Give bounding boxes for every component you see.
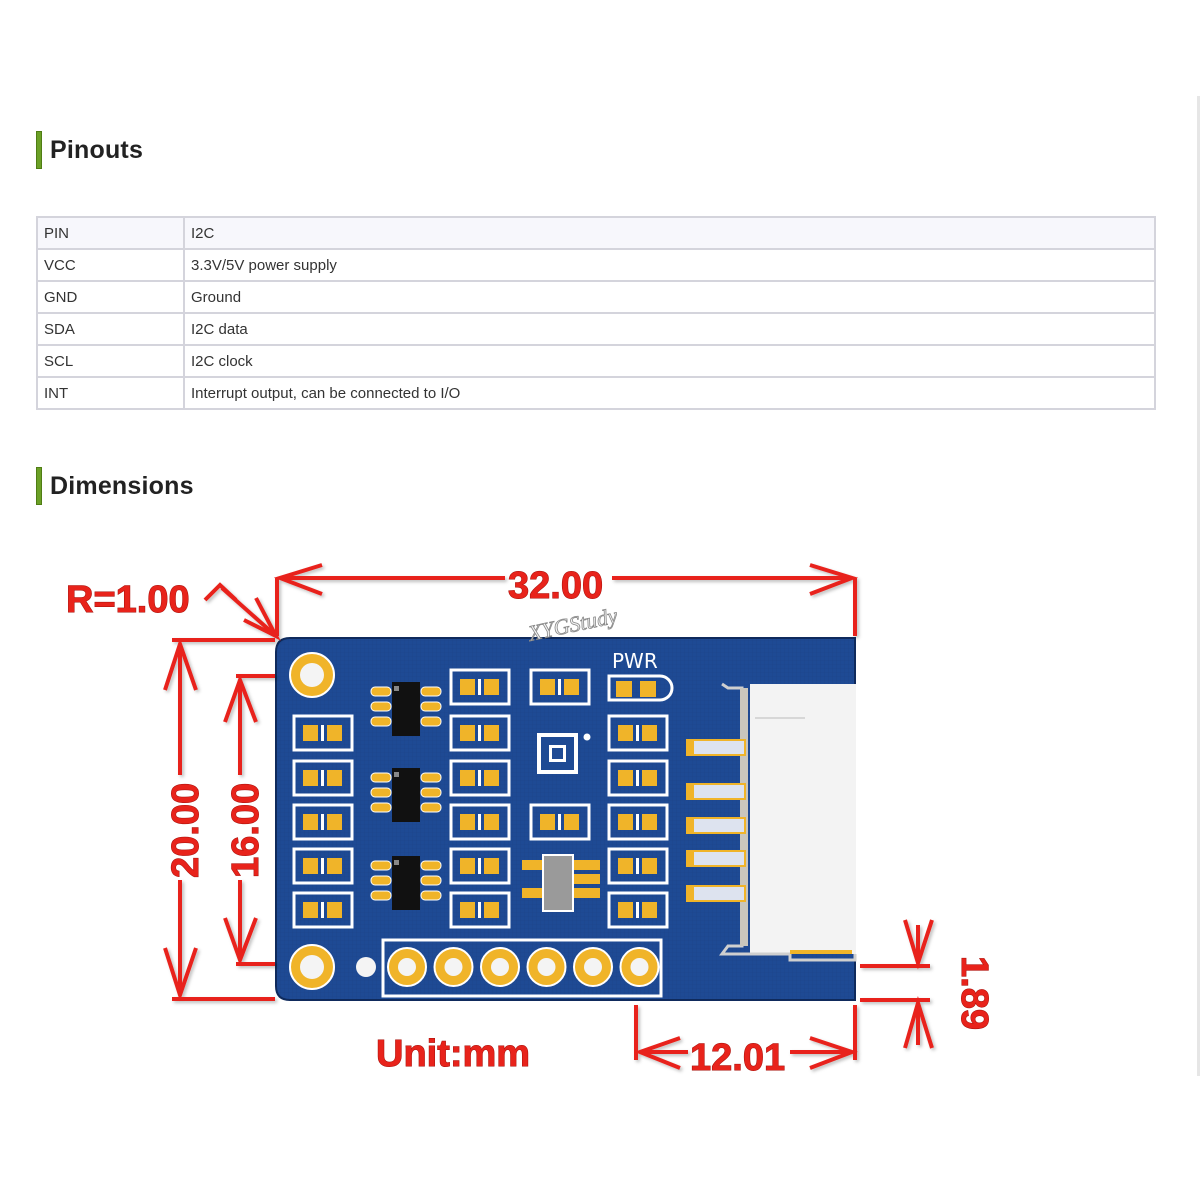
pin-description: Ground [183, 280, 1156, 314]
pin-description: 3.3V/5V power supply [183, 248, 1156, 282]
sot23-ic [370, 682, 442, 736]
smd-components [292, 668, 674, 929]
sot23-ic [370, 856, 442, 910]
header-pin [433, 947, 474, 987]
hole-spacing-label: 16.00 [225, 783, 267, 878]
pin-header [356, 938, 663, 998]
smd-passive [292, 714, 354, 752]
smd-passive [529, 668, 591, 706]
pin-name: GND [36, 280, 185, 314]
dimensions-heading: Dimensions [36, 467, 194, 505]
table-row: VCC 3.3V/5V power supply [36, 248, 1156, 282]
smd-passive [449, 668, 511, 706]
dimensions-title: Dimensions [50, 471, 194, 500]
sensor-chip [537, 733, 591, 774]
header-pin [573, 947, 613, 987]
pinouts-heading: Pinouts [36, 131, 143, 169]
mounting-hole [289, 652, 335, 698]
connector-width-label: 12.01 [690, 1037, 785, 1079]
pin-description: I2C data [183, 312, 1156, 346]
height-label: 20.00 [165, 783, 207, 878]
unit-label: Unit:mm [376, 1033, 530, 1075]
mounting-hole [289, 944, 335, 990]
pinouts-title: Pinouts [50, 135, 144, 164]
pin-name: SDA [36, 312, 185, 346]
smd-passive [292, 891, 354, 929]
smd-passive [292, 803, 354, 841]
page-edge [1197, 96, 1200, 1076]
table-row: GND Ground [36, 280, 1156, 314]
header-i2c: I2C [183, 216, 1156, 250]
smd-passive [449, 803, 511, 841]
pin-name: INT [36, 376, 185, 410]
pwr-led [607, 674, 674, 702]
smd-passive [607, 847, 669, 885]
smd-passive [449, 891, 511, 929]
header-pin [387, 947, 427, 987]
connector-pin [686, 783, 746, 800]
dimension-lines [163, 563, 934, 1070]
heading-accent-bar [36, 467, 42, 505]
connector-pin [686, 739, 746, 756]
sot23-ic [370, 768, 442, 822]
smd-passive [292, 759, 354, 797]
smd-passive [607, 759, 669, 797]
table-row: INT Interrupt output, can be connected t… [36, 376, 1156, 410]
smd-passive [607, 714, 669, 752]
header-pin: PIN [36, 216, 185, 250]
pwr-silkscreen: PWR [612, 649, 658, 673]
smd-passive [292, 847, 354, 885]
voltage-regulator [522, 854, 600, 912]
sot-ics [370, 682, 442, 910]
connector-offset-label: 1.89 [953, 956, 995, 1030]
connector [686, 682, 857, 962]
radius-label: R=1.00 [66, 579, 190, 621]
table-row: SDA I2C data [36, 312, 1156, 346]
heading-accent-bar [36, 131, 42, 169]
header-pin [480, 947, 520, 987]
header-pin [526, 947, 567, 987]
smd-passive [449, 714, 511, 752]
connector-pin [686, 850, 746, 867]
smd-passive [607, 891, 669, 929]
connector-pin [686, 885, 746, 902]
connector-pin [686, 817, 746, 834]
smd-passive [449, 847, 511, 885]
smd-passive [529, 803, 591, 841]
pin-name: SCL [36, 344, 185, 378]
pin-description: I2C clock [183, 344, 1156, 378]
pinout-table: PIN I2C VCC 3.3V/5V power supply GND Gro… [36, 216, 1156, 410]
pin-description: Interrupt output, can be connected to I/… [183, 376, 1156, 410]
smd-passive [449, 759, 511, 797]
pin-name: VCC [36, 248, 185, 282]
header-pin [619, 947, 660, 987]
smd-passive [607, 803, 669, 841]
table-row: SCL I2C clock [36, 344, 1156, 378]
dimension-drawing: PWR [66, 563, 996, 1080]
width-label: 32.00 [508, 565, 603, 607]
table-header-row: PIN I2C [36, 216, 1156, 250]
